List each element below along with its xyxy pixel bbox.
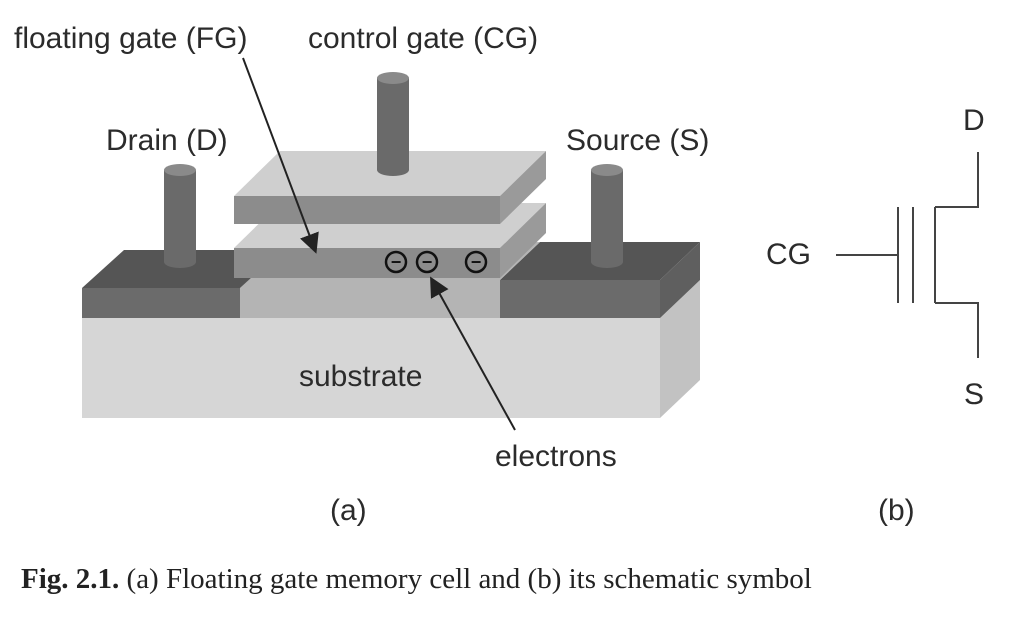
drain-label: Drain (D) <box>106 124 228 157</box>
source-contact <box>591 164 623 268</box>
control-gate-front <box>234 196 500 224</box>
drain-contact <box>164 164 196 268</box>
memory-cell-illustration: − − − floating gate (FG) control gate (C… <box>14 22 709 527</box>
source-label: Source (S) <box>566 124 709 157</box>
panel-a-label: (a) <box>330 494 367 527</box>
electrons-label: electrons <box>495 440 617 473</box>
floating-gate-label: floating gate (FG) <box>14 22 247 55</box>
figure-caption: Fig. 2.1. (a) Floating gate memory cell … <box>21 563 812 595</box>
svg-text:−: − <box>471 252 482 272</box>
substrate-front <box>82 318 660 418</box>
schematic-source-label: S <box>964 378 984 411</box>
electron-3: − <box>464 250 488 274</box>
floating-gate-side <box>500 203 546 278</box>
drain-region-front <box>82 288 240 318</box>
source-region-side <box>660 242 700 318</box>
drain-region-top <box>82 250 282 288</box>
control-gate-label: control gate (CG) <box>308 22 538 55</box>
source-region-front <box>500 280 660 318</box>
control-gate-contact <box>377 72 409 176</box>
svg-text:−: − <box>422 252 433 272</box>
svg-text:−: − <box>391 252 402 272</box>
drain-lead <box>935 152 979 208</box>
floating-gate-arrow <box>242 57 319 254</box>
substrate-label: substrate <box>299 360 422 393</box>
schematic-cg-label: CG <box>766 238 811 271</box>
substrate-side <box>660 280 700 418</box>
source-lead <box>935 302 979 358</box>
caption-text: (a) Floating gate memory cell and (b) it… <box>119 563 812 595</box>
electron-2: − <box>415 250 439 274</box>
schematic-symbol <box>836 152 979 358</box>
electrons-arrow <box>430 276 516 431</box>
electron-1: − <box>384 250 408 274</box>
floating-gate-front <box>234 248 500 278</box>
control-gate-side <box>500 151 546 224</box>
schematic-drain-label: D <box>963 104 985 137</box>
panel-b-label: (b) <box>878 494 915 527</box>
figure-number: Fig. 2.1. <box>21 563 119 595</box>
